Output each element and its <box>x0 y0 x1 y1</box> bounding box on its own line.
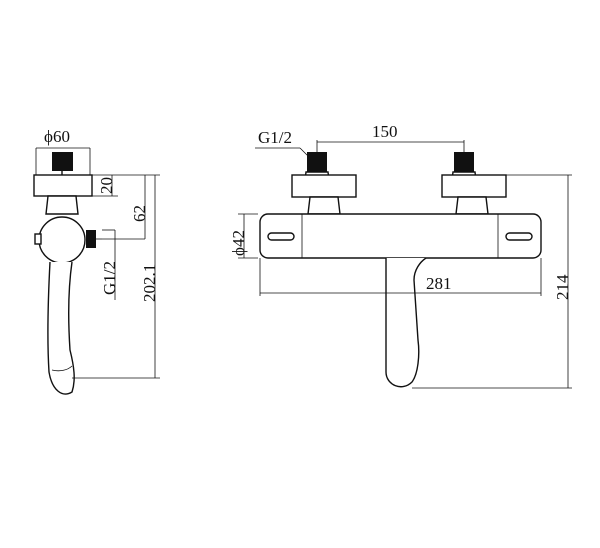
side-outlet-thread <box>86 230 96 248</box>
front-thread-label: G1/2 <box>258 128 292 147</box>
side-view: ϕ60 20 62 G1/2 202.1 <box>33 127 160 395</box>
side-h62-label: 62 <box>130 205 149 222</box>
front-left-inlet-thread <box>307 152 327 172</box>
side-flange <box>33 174 93 197</box>
side-thread-label: G1/2 <box>100 261 119 295</box>
front-right-flange <box>441 174 507 198</box>
front-lever <box>385 257 427 388</box>
side-body <box>38 216 86 264</box>
front-height-label: 214 <box>553 274 572 300</box>
side-h20-label: 20 <box>97 177 116 194</box>
side-inlet-thread <box>52 152 73 171</box>
front-width-label: 281 <box>426 274 452 293</box>
front-right-slot <box>505 232 533 241</box>
front-left-slot <box>267 232 295 241</box>
side-dia-label: ϕ60 <box>44 127 70 146</box>
front-left-flange <box>291 174 357 198</box>
side-nut <box>45 195 79 215</box>
side-spout <box>47 261 75 395</box>
side-h202-label: 202.1 <box>140 264 159 302</box>
front-view: G1/2 150 ϕ42 281 214 <box>229 122 572 389</box>
front-dia-label: ϕ42 <box>229 230 248 256</box>
front-spacing-label: 150 <box>372 122 398 141</box>
front-right-inlet-thread <box>454 152 474 172</box>
